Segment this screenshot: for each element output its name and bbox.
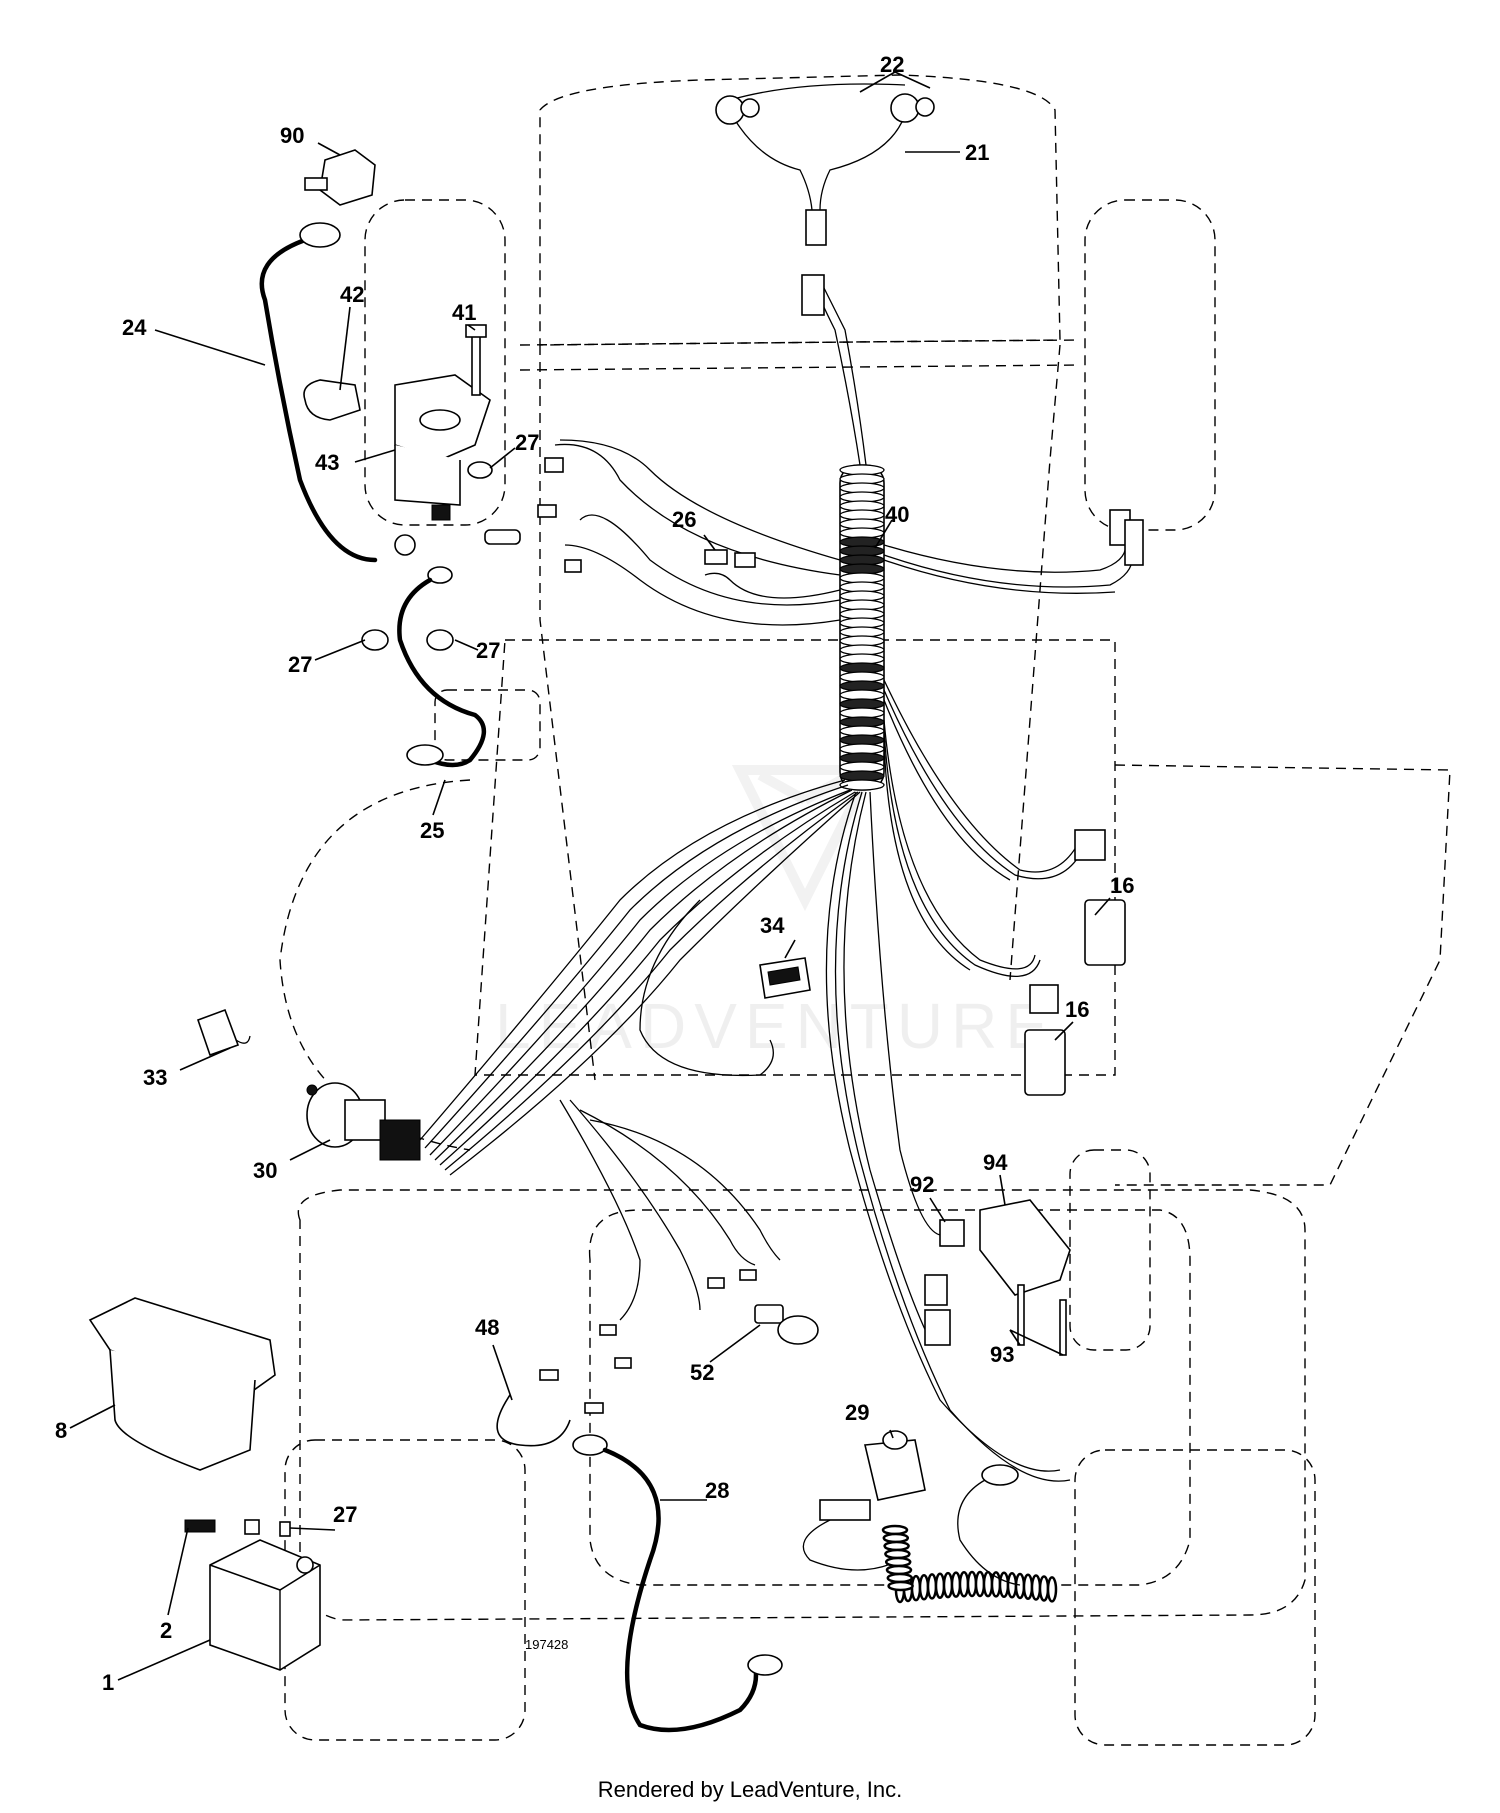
callout-48: 48 <box>475 1315 499 1340</box>
callout-52: 52 <box>690 1360 714 1385</box>
frame-rail-left <box>539 345 596 1081</box>
callout-27-b: 27 <box>288 652 312 677</box>
leader-lines <box>69 71 1111 1681</box>
callout-92: 92 <box>910 1172 934 1197</box>
chassis-outlines <box>279 74 1451 1746</box>
deck-outline-right <box>1114 764 1451 1186</box>
hood-outline <box>539 74 1061 346</box>
callout-27-d: 27 <box>333 1502 357 1527</box>
callout-94: 94 <box>983 1150 1008 1175</box>
callout-34: 34 <box>760 913 785 938</box>
fuse-part-90 <box>304 149 376 206</box>
callout-28: 28 <box>705 1478 729 1503</box>
solenoid-assembly <box>303 324 521 768</box>
callout-25: 25 <box>420 818 444 843</box>
callout-24: 24 <box>122 315 147 340</box>
callout-2: 2 <box>160 1618 172 1643</box>
rocker-switch-34 <box>759 957 811 999</box>
ignition-switch-30 <box>306 1082 421 1161</box>
watermark: LEADVENTURE <box>495 765 1056 1062</box>
lamp-52 <box>599 1269 819 1369</box>
front-crossmember <box>519 339 1081 371</box>
callout-42: 42 <box>340 282 364 307</box>
battery-tray-8 <box>88 1297 276 1471</box>
callout-93: 93 <box>990 1342 1014 1367</box>
watermark-text: LEADVENTURE <box>495 990 1056 1062</box>
callout-90: 90 <box>280 123 304 148</box>
mount-bracket <box>434 689 541 761</box>
relay-module-94 <box>924 1199 1071 1356</box>
lamp-48 <box>496 1369 604 1447</box>
rear-housing <box>588 1209 1191 1586</box>
callout-22: 22 <box>880 52 904 77</box>
callout-26: 26 <box>672 507 696 532</box>
callout-30: 30 <box>253 1158 277 1183</box>
battery-cable-24 <box>259 222 378 563</box>
callout-33: 33 <box>143 1065 167 1090</box>
callout-41: 41 <box>452 300 476 325</box>
callouts: 22 21 90 42 41 24 43 27 26 40 27 27 25 1… <box>55 52 1134 1695</box>
seat-pan <box>474 639 1116 1076</box>
drawing-number: 197428 <box>525 1637 568 1652</box>
frame-rail-right <box>1009 344 1061 981</box>
harness-wires <box>419 279 1134 1482</box>
callout-16-a: 16 <box>1110 873 1134 898</box>
callout-27-c: 27 <box>476 638 500 663</box>
callout-16-b: 16 <box>1065 997 1089 1022</box>
ignition-key-33 <box>196 1008 251 1057</box>
callout-21: 21 <box>965 140 989 165</box>
terminals-26 <box>537 457 756 573</box>
callout-43: 43 <box>315 450 339 475</box>
rear-wheel-right <box>1074 1449 1316 1746</box>
front-wheel-left <box>364 199 506 526</box>
fuel-tank-outline <box>1069 1149 1151 1351</box>
callout-27-a: 27 <box>515 430 539 455</box>
seat-switch-29 <box>802 1430 1058 1604</box>
battery-1 <box>184 1519 321 1671</box>
front-wheel-right <box>1084 199 1216 531</box>
plunger-switches-16 <box>1024 829 1126 1096</box>
callout-1: 1 <box>102 1670 114 1695</box>
callout-29: 29 <box>845 1400 869 1425</box>
footer-credit: Rendered by LeadVenture, Inc. <box>597 1777 903 1802</box>
fender-outline <box>297 1189 1306 1621</box>
ground-cable-28 <box>572 1434 783 1733</box>
headlight-assembly <box>715 83 935 316</box>
callout-40: 40 <box>885 502 909 527</box>
callout-8: 8 <box>55 1418 67 1443</box>
harness-loom <box>839 464 885 791</box>
right-connector <box>1109 509 1144 566</box>
rear-wheel-left <box>284 1439 526 1741</box>
